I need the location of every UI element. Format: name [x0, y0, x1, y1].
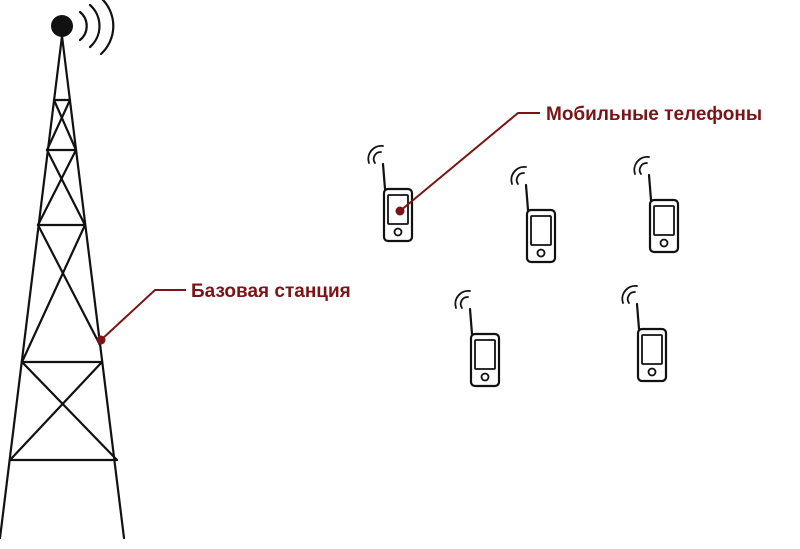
cell-tower-icon: [0, 15, 126, 540]
callout-leader-line: [399, 112, 540, 212]
tower-left-leg: [0, 34, 64, 540]
tower-right-leg: [60, 34, 126, 540]
callout-mobile-phones: Мобильные телефоны: [395, 104, 762, 216]
mobile-phone-icon: [510, 165, 557, 264]
label-mobile-phones: Мобильные телефоны: [546, 104, 762, 125]
antenna-ball: [51, 15, 73, 37]
mobile-phone-icon: [633, 155, 680, 254]
label-base-station: Базовая станция: [191, 281, 351, 302]
mobile-phones: [367, 144, 680, 388]
mobile-phone-icon: [454, 289, 501, 388]
callout-leader-line: [100, 289, 186, 341]
callout-dot: [96, 335, 106, 345]
tower-lattice: [8, 98, 119, 462]
mobile-phone-icon: [367, 144, 414, 243]
tower-signal-waves-icon: [78, 0, 115, 56]
mobile-phone-icon: [621, 284, 668, 383]
callout-dot: [395, 206, 405, 216]
callout-base-station: Базовая станция: [96, 281, 351, 345]
